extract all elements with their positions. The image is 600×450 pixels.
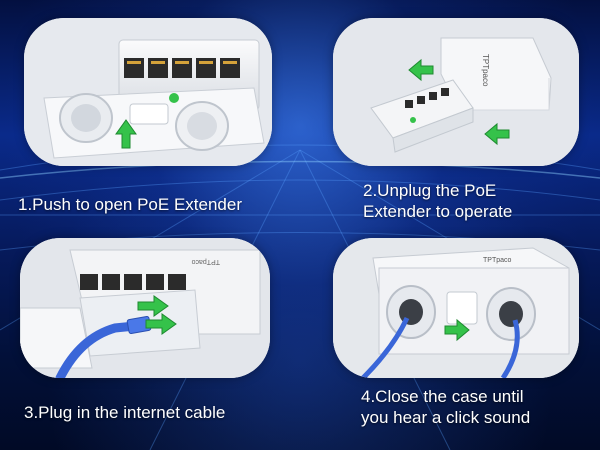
step-1-illustration <box>24 18 272 166</box>
brand-mark: TPTpaco <box>481 54 490 87</box>
step-2-illustration: TPTpaco <box>333 18 579 166</box>
step-4-image: TPTpaco <box>333 238 579 378</box>
arrow-left-icon <box>484 122 510 146</box>
step-2-caption: 2.Unplug the PoE Extender to operate <box>363 180 512 222</box>
led-indicator-icon <box>169 93 179 103</box>
caption-line: 3.Plug in the internet cable <box>24 403 226 422</box>
caption-line: 1.Push to open PoE Extender <box>18 195 242 214</box>
step-1-caption: 1.Push to open PoE Extender <box>18 194 242 215</box>
step-3-image: TPTpaco <box>20 238 270 378</box>
caption-line: Extender to operate <box>363 202 513 221</box>
arrow-up-icon <box>115 119 137 149</box>
caption-line: 2.Unplug the PoE <box>363 181 497 200</box>
caption-line: 4.Close the case until <box>361 387 524 406</box>
ethernet-port-icon <box>124 58 240 78</box>
step-4-illustration: TPTpaco <box>333 238 579 378</box>
led-indicator-icon <box>410 117 416 123</box>
caption-line: you hear a click sound <box>361 408 531 427</box>
step-4-caption: 4.Close the case until you hear a click … <box>361 386 530 428</box>
arrow-right-icon <box>444 318 470 342</box>
arrow-left-icon <box>408 58 434 82</box>
step-1-image <box>24 18 272 166</box>
ethernet-port-icon <box>405 88 449 108</box>
arrow-right-icon <box>137 295 177 335</box>
brand-mark: TPTpaco <box>191 258 220 265</box>
step-3-caption: 3.Plug in the internet cable <box>24 402 225 423</box>
step-3-illustration: TPTpaco <box>20 238 270 378</box>
step-2-image: TPTpaco <box>333 18 579 166</box>
brand-mark: TPTpaco <box>483 257 512 264</box>
ethernet-port-icon <box>80 274 186 290</box>
